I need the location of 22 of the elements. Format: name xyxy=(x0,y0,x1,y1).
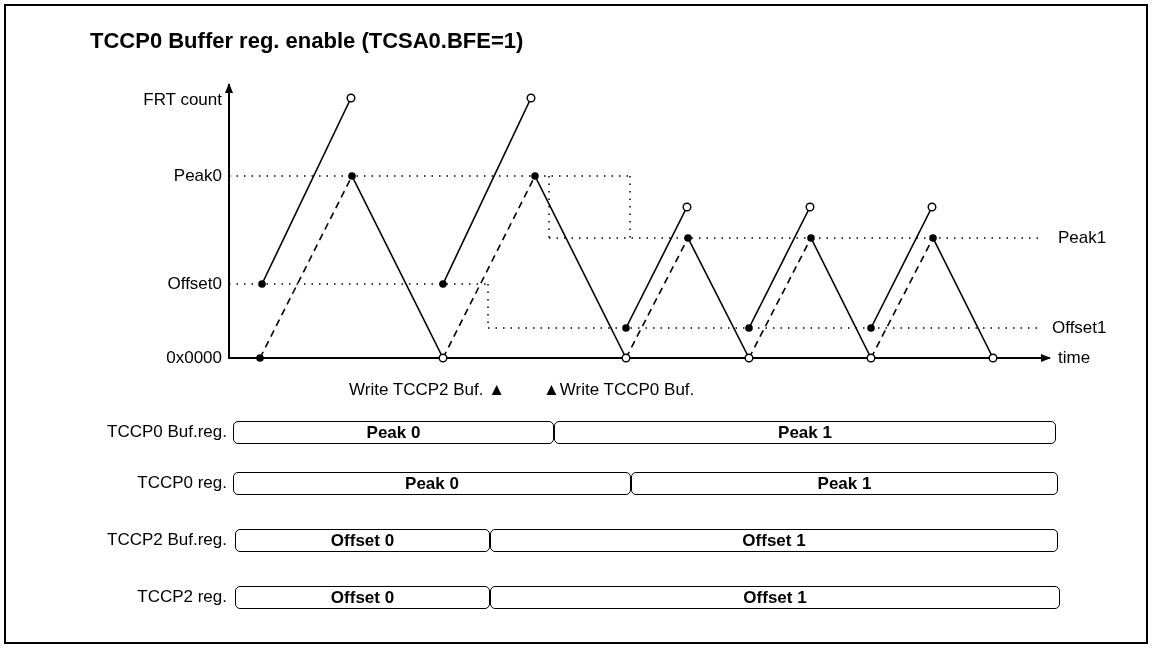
register-segment: Peak 0 xyxy=(233,472,631,495)
axis-label: TCCP0 Buf.reg. xyxy=(107,422,227,442)
register-segment: Offset 0 xyxy=(235,586,490,609)
axis-label: Peak1 xyxy=(1058,228,1107,248)
axis-label: TCCP0 reg. xyxy=(137,473,227,493)
register-segment: Peak 1 xyxy=(554,421,1056,444)
register-segment: Offset 1 xyxy=(490,529,1058,552)
axis-label: Offset1 xyxy=(1052,318,1107,338)
axis-label: TCCP2 Buf.reg. xyxy=(107,530,227,550)
axis-label: Write TCCP2 Buf. ▲ xyxy=(349,380,505,400)
axis-label: FRT count xyxy=(143,90,222,110)
axis-label: time xyxy=(1058,348,1091,368)
diagram-title: TCCP0 Buffer reg. enable (TCSA0.BFE=1) xyxy=(90,30,524,52)
axis-label: ▲Write TCCP0 Buf. xyxy=(543,380,695,400)
axis-label: TCCP2 reg. xyxy=(137,587,227,607)
axis-label: Peak0 xyxy=(173,166,222,186)
register-segment: Peak 0 xyxy=(233,421,554,444)
register-segment: Offset 0 xyxy=(235,529,490,552)
axis-label: Offset0 xyxy=(167,274,222,294)
register-segment: Offset 1 xyxy=(490,586,1060,609)
register-segment: Peak 1 xyxy=(631,472,1058,495)
axis-label: 0x0000 xyxy=(166,348,222,368)
